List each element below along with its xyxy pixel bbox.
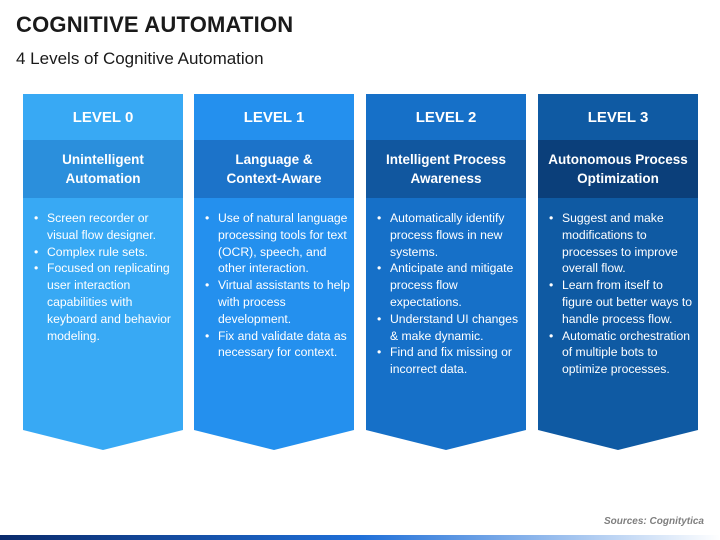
level-0-heading-line2: Automation: [65, 171, 141, 186]
bullet-item: Automatically identify process flows in …: [376, 210, 522, 260]
bullet-item: Suggest and make modifications to proces…: [548, 210, 694, 277]
level-3-bullet-list: Suggest and make modifications to proces…: [548, 210, 694, 378]
level-1-heading: Language & Context-Aware: [194, 140, 354, 198]
bullet-item: Complex rule sets.: [33, 244, 179, 261]
level-0-heading-line1: Unintelligent: [62, 152, 144, 167]
slide-subtitle: 4 Levels of Cognitive Automation: [16, 49, 264, 68]
bottom-accent-bar: [0, 535, 720, 540]
bullet-item: Screen recorder or visual flow designer.: [33, 210, 179, 244]
bullet-item: Understand UI changes & make dynamic.: [376, 311, 522, 345]
bullet-item: Learn from itself to figure out better w…: [548, 277, 694, 327]
level-2-heading-line1: Intelligent Process: [385, 152, 507, 167]
level-3-heading-line1: Autonomous Process: [548, 152, 688, 167]
level-0-bullet-list: Screen recorder or visual flow designer.…: [33, 210, 179, 344]
bullet-item: Use of natural language processing tools…: [204, 210, 350, 277]
bullet-item: Find and fix missing or incorrect data.: [376, 344, 522, 378]
level-1-column: LEVEL 1 Language & Context-Aware Use of n…: [194, 94, 354, 450]
level-1-heading-line1: Language &: [235, 152, 313, 167]
level-3-label: LEVEL 3: [587, 108, 649, 126]
level-2-label: LEVEL 2: [415, 108, 477, 126]
level-0-label: LEVEL 0: [72, 108, 134, 126]
bullet-item: Automatic orchestration of multiple bots…: [548, 328, 694, 378]
bullet-item: Virtual assistants to help with process …: [204, 277, 350, 327]
bullet-item: Focused on replicating user interaction …: [33, 260, 179, 344]
slide-title: COGNITIVE AUTOMATION: [16, 12, 294, 37]
level-1-heading-line2: Context-Aware: [226, 171, 322, 186]
level-1-label: LEVEL 1: [243, 108, 305, 126]
level-3-heading-line2: Optimization: [577, 171, 659, 186]
bullet-item: Anticipate and mitigate process flow exp…: [376, 260, 522, 310]
bullet-item: Fix and validate data as necessary for c…: [204, 328, 350, 362]
level-2-heading-line2: Awareness: [410, 171, 482, 186]
source-note: Sources: Cognitytica: [603, 516, 704, 527]
level-1-bullet-list: Use of natural language processing tools…: [204, 210, 350, 361]
level-2-bullet-list: Automatically identify process flows in …: [376, 210, 522, 378]
